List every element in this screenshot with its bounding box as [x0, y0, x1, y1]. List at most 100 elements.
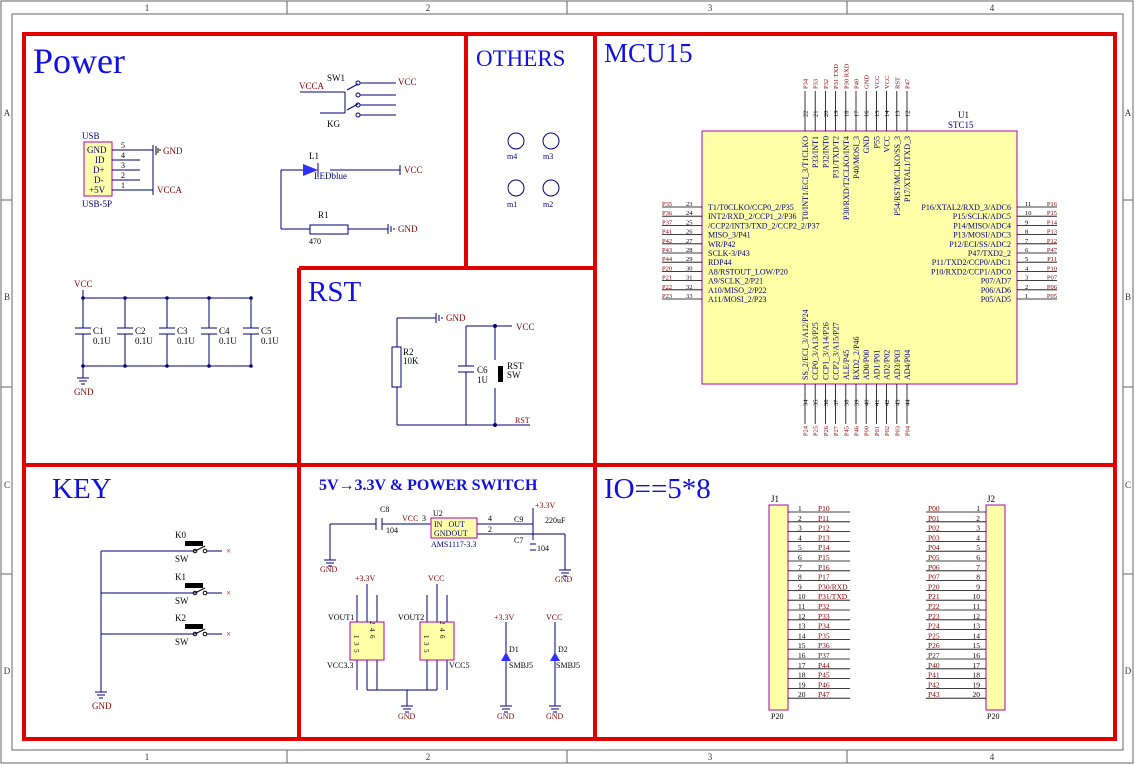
switch-rst [498, 366, 503, 382]
header-pin-num: 7 [798, 563, 802, 572]
col-label: 4 [990, 752, 995, 762]
section-title-mcu: MCU15 [604, 38, 693, 68]
header-net-label: P07 [928, 573, 940, 582]
mcu-net-label: P12 [1047, 238, 1057, 245]
header-pin-num: 8 [976, 573, 980, 582]
mcu-pin-label: RXD2_2/P46 [852, 336, 861, 380]
header-pin-num: 20 [798, 690, 806, 699]
mcu-pin-num: 21 [813, 111, 820, 118]
mcu-chip-stc15 [701, 130, 1018, 385]
vcca-net: VCCA [157, 185, 183, 195]
header-pin-num: 5 [798, 543, 802, 552]
mcu-pin-num: 36 [823, 399, 830, 406]
col-label: 4 [990, 3, 995, 13]
mcu-net-label: P25 [813, 426, 820, 436]
mcu-net-label: GND [864, 75, 871, 89]
row-label: C [4, 480, 10, 490]
power-section: SW1 VCCA VCC KG USB GND ID D+ D- +5V 5 4… [74, 73, 423, 397]
mcu-pin-label: AD3/P03 [893, 350, 902, 380]
capacitor-c2: C20.1U [117, 296, 153, 368]
mcu-pin-num: 43 [894, 400, 901, 407]
mcu-net-label: P27 [833, 425, 840, 436]
mcu-pin-label: P40/MOSI_3 [852, 136, 861, 179]
header-net-label: P31/TXD [818, 592, 848, 601]
mcu-pin-label: SS_2/ECI_3/A12/P24 [801, 309, 810, 380]
section-title-io: IO==5*8 [604, 473, 711, 505]
gnd-net: GND [446, 313, 466, 323]
header-net-label: P02 [928, 524, 940, 533]
mcu-net-label: P20 [662, 265, 672, 272]
mcu-pin-num: 12 [905, 111, 912, 118]
mcu-net-label: P42 [662, 238, 672, 245]
mcu-net-label: P02 [884, 426, 891, 436]
header-pin-num: 13 [798, 622, 806, 631]
mcu-net-label: P04 [905, 425, 912, 436]
mcu-net-label: P36 [662, 210, 673, 217]
mcu-pin-num: 31 [686, 275, 693, 282]
header-j2 [985, 504, 1006, 711]
resistor-r1 [309, 224, 349, 235]
mcu-pin-num: 15 [874, 111, 881, 118]
cap-label: C2 [135, 326, 146, 336]
cap-label: C1 [93, 326, 104, 336]
header-net-label: P27 [928, 651, 940, 660]
header-net-label: P24 [928, 622, 940, 631]
header-pin-num: 18 [798, 671, 806, 680]
hole-label: m1 [507, 200, 517, 209]
mcu-pin-num: 29 [686, 256, 693, 263]
mcu-pin-num: 37 [833, 399, 840, 406]
mcu-pin-num: 11 [1025, 201, 1031, 208]
gnd-net: GND [398, 712, 416, 721]
mcu-pin-num: 25 [686, 219, 693, 226]
v33-net: +3.3V [355, 574, 376, 583]
mcu-pin-num: 22 [803, 111, 810, 118]
mcu-pin-num: 26 [686, 229, 693, 236]
cap-value: 0.1U [219, 336, 237, 346]
sw-pins: 1 3 5 [422, 635, 430, 653]
header-pin-num: 7 [976, 563, 980, 572]
header-net-label: P20 [928, 582, 940, 591]
vcc-net: VCC [404, 165, 423, 175]
mounting-hole-m1 [507, 179, 525, 197]
capacitor-c4: C40.1U [201, 296, 237, 368]
mcu-pin-label: ALE/P45 [842, 350, 851, 380]
usb-pin-label: D- [94, 175, 104, 185]
header-pin-num: 17 [973, 661, 981, 670]
no-connect-mark: × [226, 629, 231, 639]
row-label: A [4, 108, 11, 118]
mcu-pin-num: 7 [1025, 238, 1029, 245]
mcu-pin-num: 19 [833, 111, 840, 118]
sw1-label: SW1 [327, 73, 345, 83]
key-type: SW [175, 554, 189, 564]
mcu-pin-label: CCP0_3/A13/P25 [811, 322, 820, 380]
mcu-net-label: P26 [823, 425, 830, 436]
header-net-label: P17 [818, 573, 830, 582]
header-pin-num: 6 [976, 553, 980, 562]
r2-label: R2 [403, 347, 414, 357]
header-pin-num: 16 [973, 651, 981, 660]
header-net-label: P12 [818, 524, 830, 533]
u1-label: U1 [958, 110, 969, 120]
mcu-pin-num: 41 [874, 400, 881, 407]
mcu-net-label: P47 [905, 78, 912, 89]
mcu-pin-label: SCLK-3/P43 [708, 249, 750, 258]
mcu-net-label: VCC [874, 76, 881, 89]
header-net-label: P30/RXD [818, 582, 848, 591]
mcu-net-label: P00 [864, 426, 871, 436]
mcu-pin-label: MISO_3/P41 [708, 231, 751, 240]
col-label: 2 [426, 752, 431, 762]
header-pin-num: 4 [976, 533, 980, 542]
mcu-pin-num: 23 [686, 201, 693, 208]
vcc33-label: VCC3.3 [327, 661, 353, 670]
mcu-pin-num: 28 [686, 247, 693, 254]
vcc-net: VCC [428, 574, 444, 583]
header-pin-num: 8 [798, 573, 802, 582]
header-net-label: P45 [818, 671, 830, 680]
u2-part: AMS1117-3.3 [431, 540, 476, 549]
header-pin-num: 17 [798, 661, 806, 670]
mcu-pin-label: P05/AD5 [981, 295, 1011, 304]
header-net-label: P23 [928, 612, 940, 621]
